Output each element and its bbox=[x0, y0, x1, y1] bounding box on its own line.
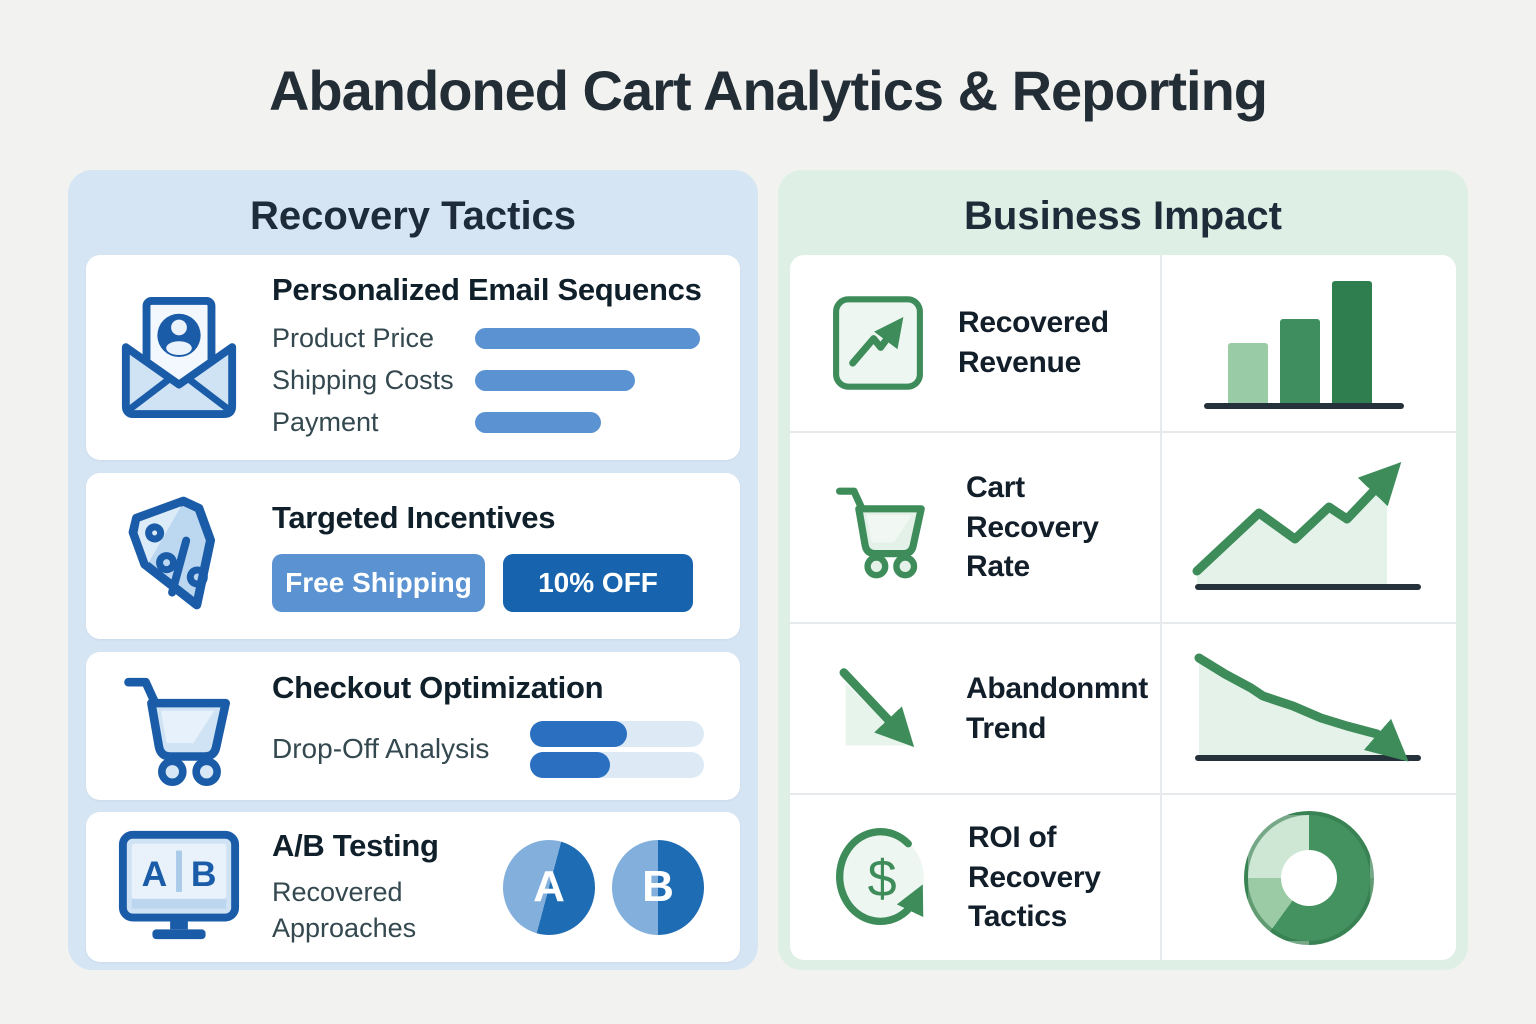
dropoff-analysis-row: Drop-Off Analysis bbox=[272, 716, 710, 783]
roi-donut-chart bbox=[1162, 795, 1456, 960]
cart-recovery-chart bbox=[1162, 433, 1456, 624]
arrow-down-trend-icon bbox=[830, 659, 934, 759]
pie-chart-b: B bbox=[612, 839, 704, 935]
row-recovered-revenue: Recovered Revenue bbox=[790, 255, 1162, 433]
email-avatar-icon bbox=[86, 293, 272, 423]
bar bbox=[1228, 342, 1268, 403]
progress-fill bbox=[530, 751, 611, 778]
page-title: Abandoned Cart Analytics & Reporting bbox=[268, 59, 1268, 122]
metric-bar bbox=[475, 370, 635, 391]
bar bbox=[1280, 318, 1320, 403]
progress-track bbox=[530, 751, 704, 778]
progress-fill bbox=[530, 720, 628, 747]
bar-chart bbox=[1228, 275, 1372, 403]
impact-label: Recovered Revenue bbox=[958, 306, 1109, 379]
card-subtitle: Recovered Approaches bbox=[272, 876, 417, 943]
ten-percent-off-button[interactable]: 10% OFF bbox=[503, 554, 693, 612]
free-shipping-button[interactable]: Free Shipping bbox=[272, 554, 485, 612]
card-email-sequences: Personalized Email Sequencs Product Pric… bbox=[86, 255, 740, 460]
card-title: Checkout Optimization bbox=[272, 669, 604, 705]
row-abandonment-trend: Abandonmnt Trend bbox=[790, 624, 1162, 795]
line-up-chart bbox=[1192, 462, 1421, 590]
recovery-tactics-panel: Recovery Tactics Personalized Email Sequ… bbox=[68, 170, 758, 970]
donut-chart bbox=[1244, 810, 1374, 945]
metric-bar bbox=[475, 328, 700, 349]
metric-label: Shipping Costs bbox=[272, 365, 454, 395]
metric-label: Drop-Off Analysis bbox=[272, 733, 490, 764]
metric-bar bbox=[475, 412, 601, 433]
bar bbox=[1332, 281, 1372, 403]
cart-green-icon bbox=[830, 476, 934, 580]
pie-letter: B bbox=[642, 862, 674, 911]
pie-chart-a: A bbox=[503, 839, 595, 935]
dollar-refresh-icon: $ bbox=[830, 823, 936, 933]
left-panel-title: Recovery Tactics bbox=[249, 194, 577, 238]
impact-label: ROI of Recovery Tactics bbox=[968, 821, 1101, 934]
row-roi-recovery-tactics: $ ROI of Recovery Tactics bbox=[790, 795, 1162, 960]
recovered-revenue-chart bbox=[1162, 255, 1456, 433]
business-impact-panel: Business Impact Recovered Revenue bbox=[778, 170, 1468, 970]
card-title: A/B Testing bbox=[272, 827, 439, 863]
right-panel-title: Business Impact bbox=[964, 194, 1282, 238]
discount-tag-icon bbox=[86, 490, 272, 622]
row-cart-recovery-rate: Cart Recovery Rate bbox=[790, 433, 1162, 624]
progress-track bbox=[530, 720, 704, 747]
svg-text:A: A bbox=[142, 854, 168, 894]
card-checkout-optimization: Checkout Optimization Drop-Off Analysis bbox=[86, 652, 740, 800]
line-down-chart bbox=[1194, 653, 1421, 762]
impact-label: Abandonmnt Trend bbox=[966, 671, 1148, 745]
trend-up-square-icon bbox=[830, 292, 926, 394]
abandonment-trend-chart bbox=[1162, 624, 1456, 795]
svg-text:$: $ bbox=[868, 849, 897, 907]
metric-row: Product Price bbox=[272, 318, 710, 360]
incentive-buttons: Free Shipping 10% OFF bbox=[272, 554, 710, 612]
impact-label: Cart Recovery Rate bbox=[966, 471, 1099, 584]
card-targeted-incentives: Targeted Incentives Free Shipping 10% OF… bbox=[86, 473, 740, 639]
metric-label: Product Price bbox=[272, 323, 435, 353]
ab-test-monitor-icon: A B bbox=[86, 828, 272, 946]
shopping-cart-icon bbox=[86, 665, 272, 787]
card-title: Targeted Incentives bbox=[272, 500, 556, 535]
pie-letter: A bbox=[533, 862, 565, 911]
metric-row: Shipping Costs bbox=[272, 360, 710, 402]
metric-label: Payment bbox=[272, 407, 379, 437]
metric-row: Payment bbox=[272, 402, 710, 444]
card-title: Personalized Email Sequencs bbox=[272, 271, 702, 307]
svg-text:B: B bbox=[191, 854, 217, 894]
card-ab-testing: A B A/B Testing Recovered Approaches A B bbox=[86, 812, 740, 962]
chart-baseline bbox=[1204, 403, 1404, 409]
ab-pie-charts: A B bbox=[503, 839, 704, 935]
impact-table: Recovered Revenue bbox=[790, 255, 1456, 960]
